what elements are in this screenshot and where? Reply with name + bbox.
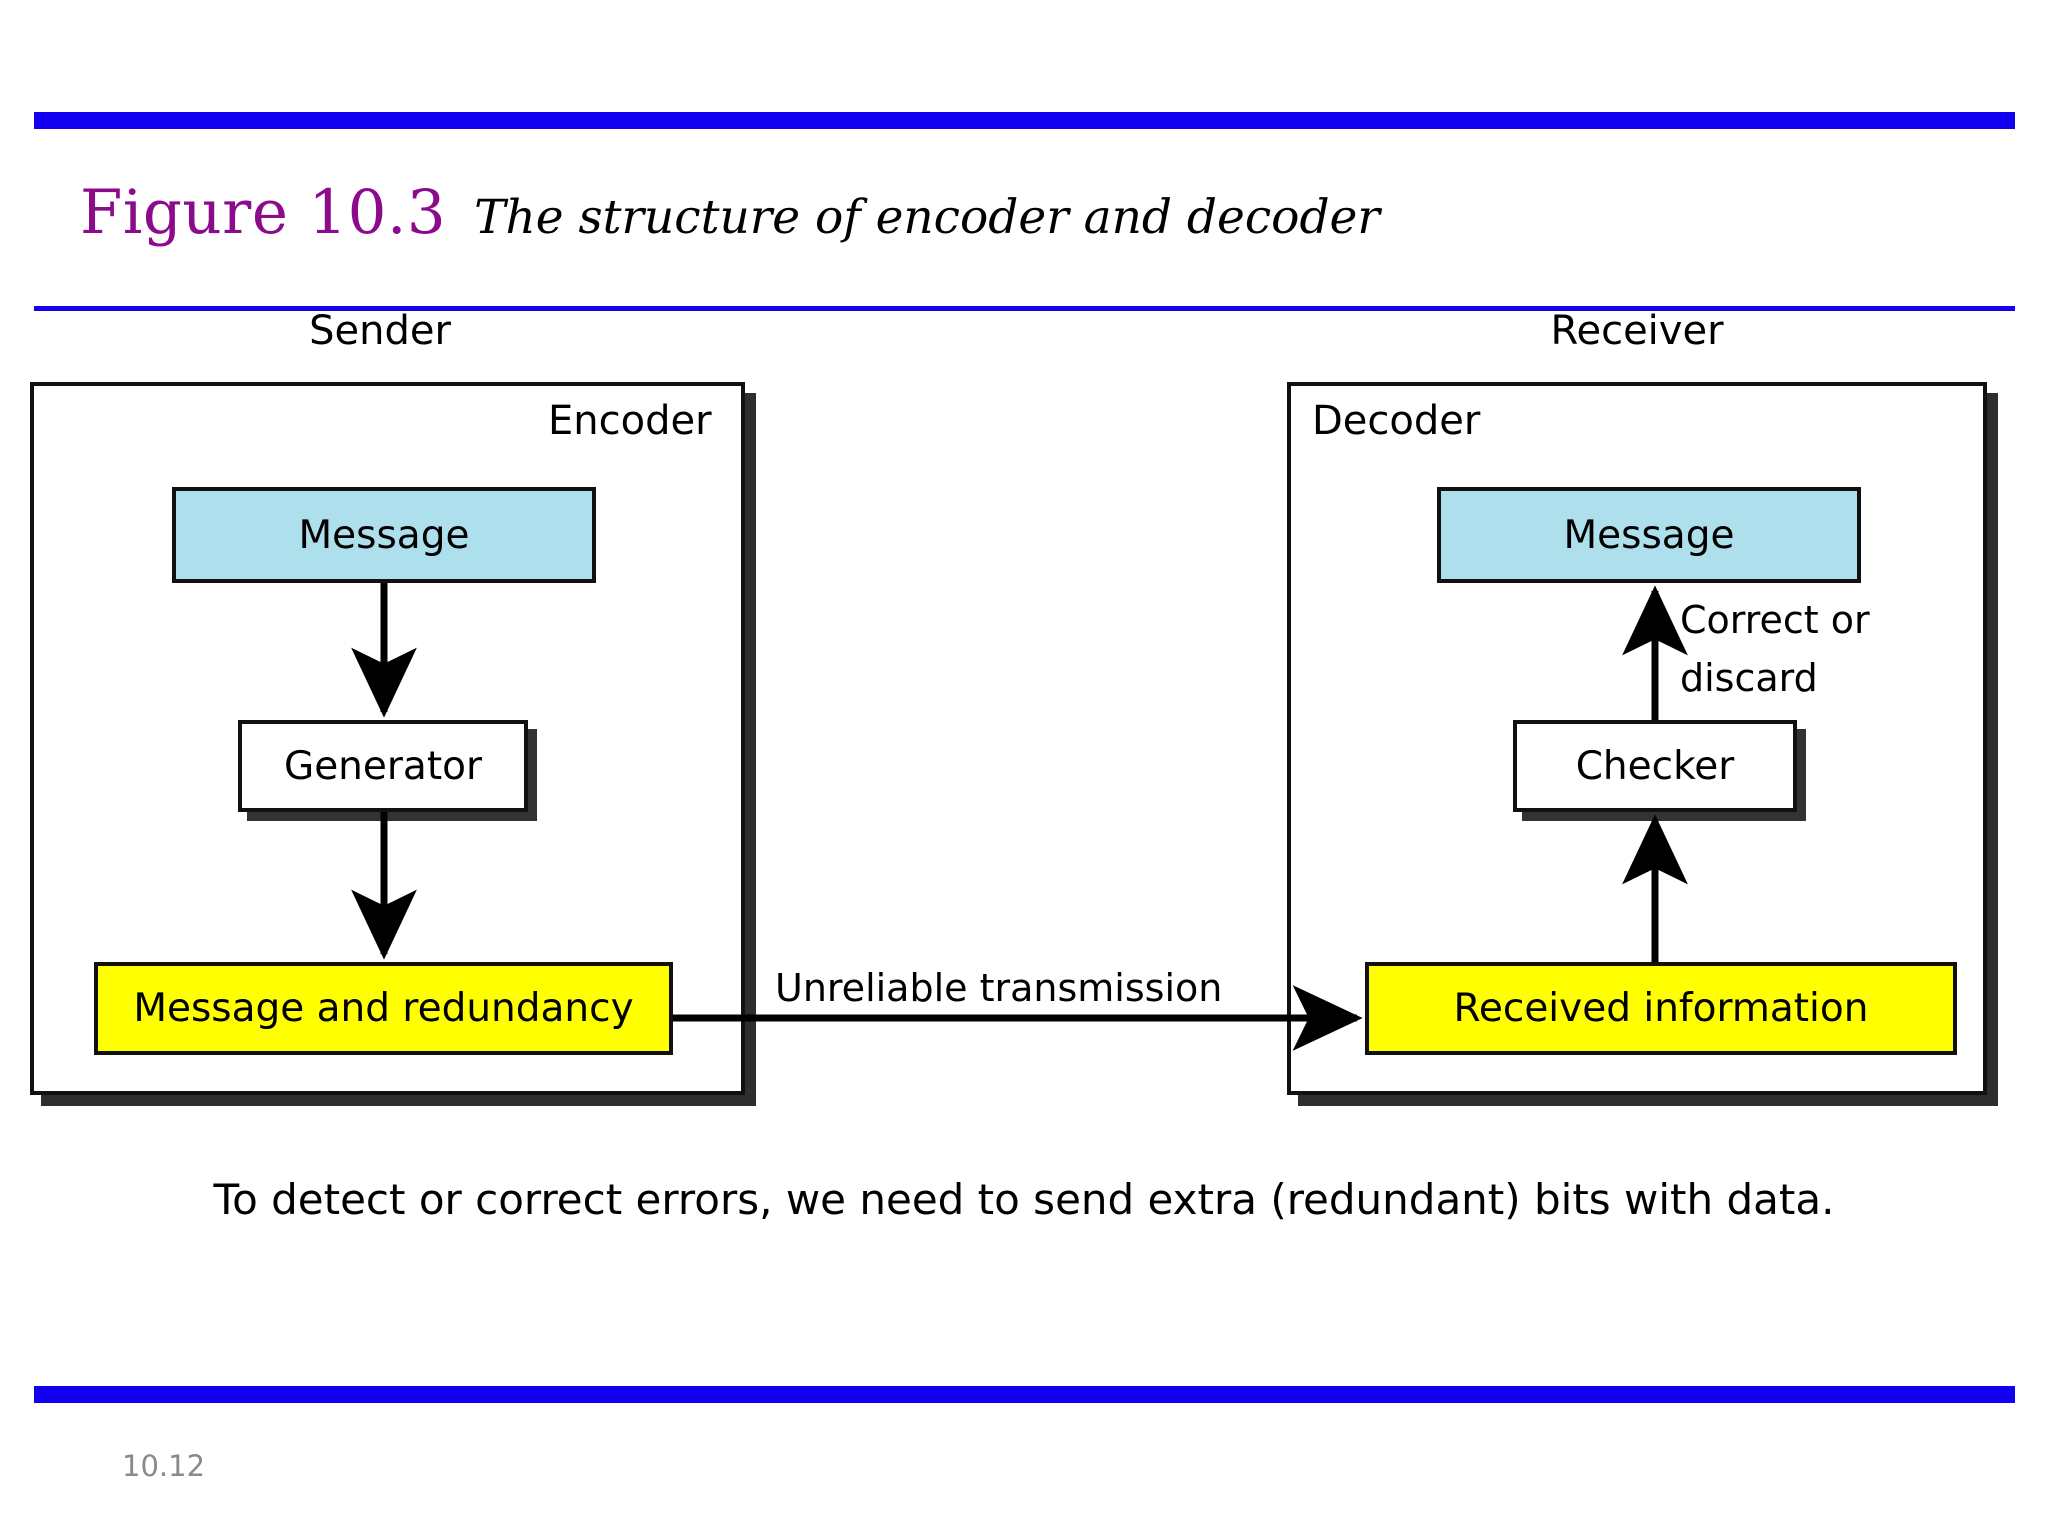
edge-label-unreliable-transmission: Unreliable transmission bbox=[775, 966, 1223, 1010]
node-generator[interactable]: Generator bbox=[238, 720, 528, 812]
node-receiver-message-label: Message bbox=[1563, 512, 1735, 558]
node-generator-label: Generator bbox=[283, 743, 483, 789]
node-receiver-message[interactable]: Message bbox=[1437, 487, 1861, 583]
page-title: The structure of encoder and decoder bbox=[474, 190, 1380, 245]
top-accent-rule bbox=[34, 112, 2015, 129]
node-checker-label: Checker bbox=[1575, 743, 1735, 789]
encoder-label: Encoder bbox=[548, 398, 712, 444]
heading-divider-rule bbox=[34, 306, 2015, 311]
page-number: 10.12 bbox=[122, 1449, 206, 1483]
node-message-and-redundancy-label: Message and redundancy bbox=[133, 986, 634, 1031]
slide-caption: To detect or correct errors, we need to … bbox=[213, 1175, 1835, 1224]
edge-label-discard: discard bbox=[1680, 656, 1818, 700]
node-received-information-label: Received information bbox=[1453, 986, 1869, 1031]
edge-label-correct-or: Correct or bbox=[1680, 598, 1870, 642]
receiver-party-label: Receiver bbox=[1550, 308, 1724, 354]
node-checker[interactable]: Checker bbox=[1513, 720, 1797, 812]
node-message-and-redundancy[interactable]: Message and redundancy bbox=[94, 962, 673, 1055]
bottom-accent-rule bbox=[34, 1386, 2015, 1403]
figure-number: Figure 10.3 bbox=[80, 177, 447, 248]
node-received-information[interactable]: Received information bbox=[1365, 962, 1957, 1055]
decoder-label: Decoder bbox=[1312, 398, 1481, 444]
sender-party-label: Sender bbox=[309, 308, 451, 354]
node-sender-message-label: Message bbox=[298, 512, 470, 558]
node-sender-message[interactable]: Message bbox=[172, 487, 596, 583]
